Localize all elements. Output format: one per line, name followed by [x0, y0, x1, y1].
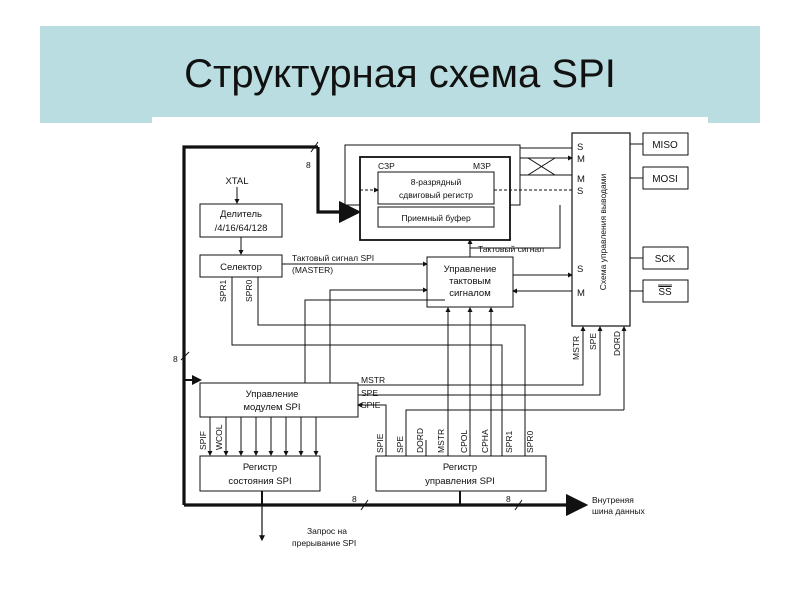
shift-register-text-2: сдвиговый регистр	[399, 190, 473, 200]
spi-control-text-2: модулем SPI	[244, 402, 301, 413]
clock-control-text-2: тактовым	[449, 276, 491, 287]
status-register-block	[199, 455, 321, 492]
control-register-block	[375, 455, 547, 492]
cr-spe-label: SPE	[395, 436, 405, 453]
cr-cpha-label: CPHA	[480, 429, 490, 453]
pin-s-2: S	[577, 186, 583, 197]
external-pins	[642, 132, 689, 303]
clock-signal-label: Тактовый сигнал	[478, 244, 544, 254]
cr-spr0-label: SPR0	[525, 431, 535, 453]
pin-m-1: M	[577, 154, 585, 165]
status-register-text-2: состояния SPI	[228, 476, 291, 487]
pin-control-block	[571, 132, 631, 327]
spr1-left-label: SPR1	[218, 280, 228, 302]
xtal-label: XTAL	[225, 176, 248, 187]
selector-text: Селектор	[220, 262, 262, 273]
control-register-text-1: Регистр	[443, 462, 477, 473]
mosi-label: MOSI	[652, 174, 678, 185]
pin-mstr-label: MSTR	[571, 336, 581, 360]
internal-bus-label-2: шина данных	[592, 506, 646, 516]
sck-label: SCK	[655, 254, 676, 265]
ss-label: SS	[658, 287, 672, 298]
pin-control-text: Схема управления выводами	[598, 173, 608, 290]
status-register-text-1: Регистр	[243, 462, 277, 473]
spif-label: SPIF	[198, 431, 208, 450]
clock-control-text-3: сигналом	[449, 288, 491, 299]
bus-width-top: 8	[306, 160, 311, 170]
control-register-text-2: управления SPI	[425, 476, 495, 487]
spi-clock-label-1: Тактовый сигнал SPI	[292, 253, 374, 263]
receive-buffer-text: Приемный буфер	[401, 213, 471, 223]
wcol-label: WCOL	[214, 424, 224, 450]
pin-dord-label: DORD	[612, 331, 622, 356]
cr-dord-label: DORD	[415, 428, 425, 453]
shift-register-text-1: 8-разрядный	[411, 177, 462, 187]
spe-in-label: SPE	[361, 388, 378, 398]
miso-label: MISO	[652, 140, 678, 151]
pin-m-3: M	[577, 288, 585, 299]
internal-bus-label-1: Внутреняя	[592, 495, 634, 505]
pin-s-1: S	[577, 142, 583, 153]
divider-block	[199, 203, 283, 238]
irq-label-2: прерывание SPI	[292, 538, 356, 548]
spi-control-text-1: Управление	[246, 389, 299, 400]
receive-buffer-box	[377, 206, 495, 228]
cr-spr1-label: SPR1	[504, 431, 514, 453]
control-register-bit-lines	[385, 440, 526, 456]
control-to-status-lines	[207, 417, 319, 456]
spr0-left-label: SPR0	[244, 280, 254, 302]
bus-width-ticks	[180, 141, 523, 511]
bus-width-left: 8	[173, 354, 178, 364]
pin-control-inputs	[358, 326, 627, 440]
divider-text-1: Делитель	[220, 209, 262, 220]
pin-spe-label: SPE	[588, 333, 598, 350]
cr-mstr-label: MSTR	[436, 429, 446, 453]
selector-block	[199, 254, 283, 278]
clock-control-text-1: Управление	[444, 264, 497, 275]
divider-text-2: /4/16/64/128	[215, 223, 268, 234]
spi-control-block	[199, 382, 359, 418]
spr-feed-lines	[231, 277, 526, 440]
title-banner: Структурная схема SPI	[40, 26, 760, 123]
cr-cpol-label: CPOL	[459, 430, 469, 453]
pin-s-3: S	[577, 264, 583, 275]
crossover-lines	[520, 147, 573, 176]
page-title: Структурная схема SPI	[184, 52, 616, 96]
spi-clock-label-2: (MASTER)	[292, 265, 333, 275]
clock-signal-line	[470, 205, 561, 249]
irq-label-1: Запрос на	[307, 526, 347, 536]
clock-control-inputs	[445, 307, 494, 440]
bus-width-bottom-1: 8	[352, 494, 357, 504]
msb-label: МЗР	[473, 161, 491, 171]
cr-spie-label: SPIE	[375, 433, 385, 453]
pin-m-2: M	[577, 174, 585, 185]
lsb-label: СЗР	[378, 161, 395, 171]
bus-width-bottom-2: 8	[506, 494, 511, 504]
mstr-in-label: MSTR	[361, 375, 385, 385]
